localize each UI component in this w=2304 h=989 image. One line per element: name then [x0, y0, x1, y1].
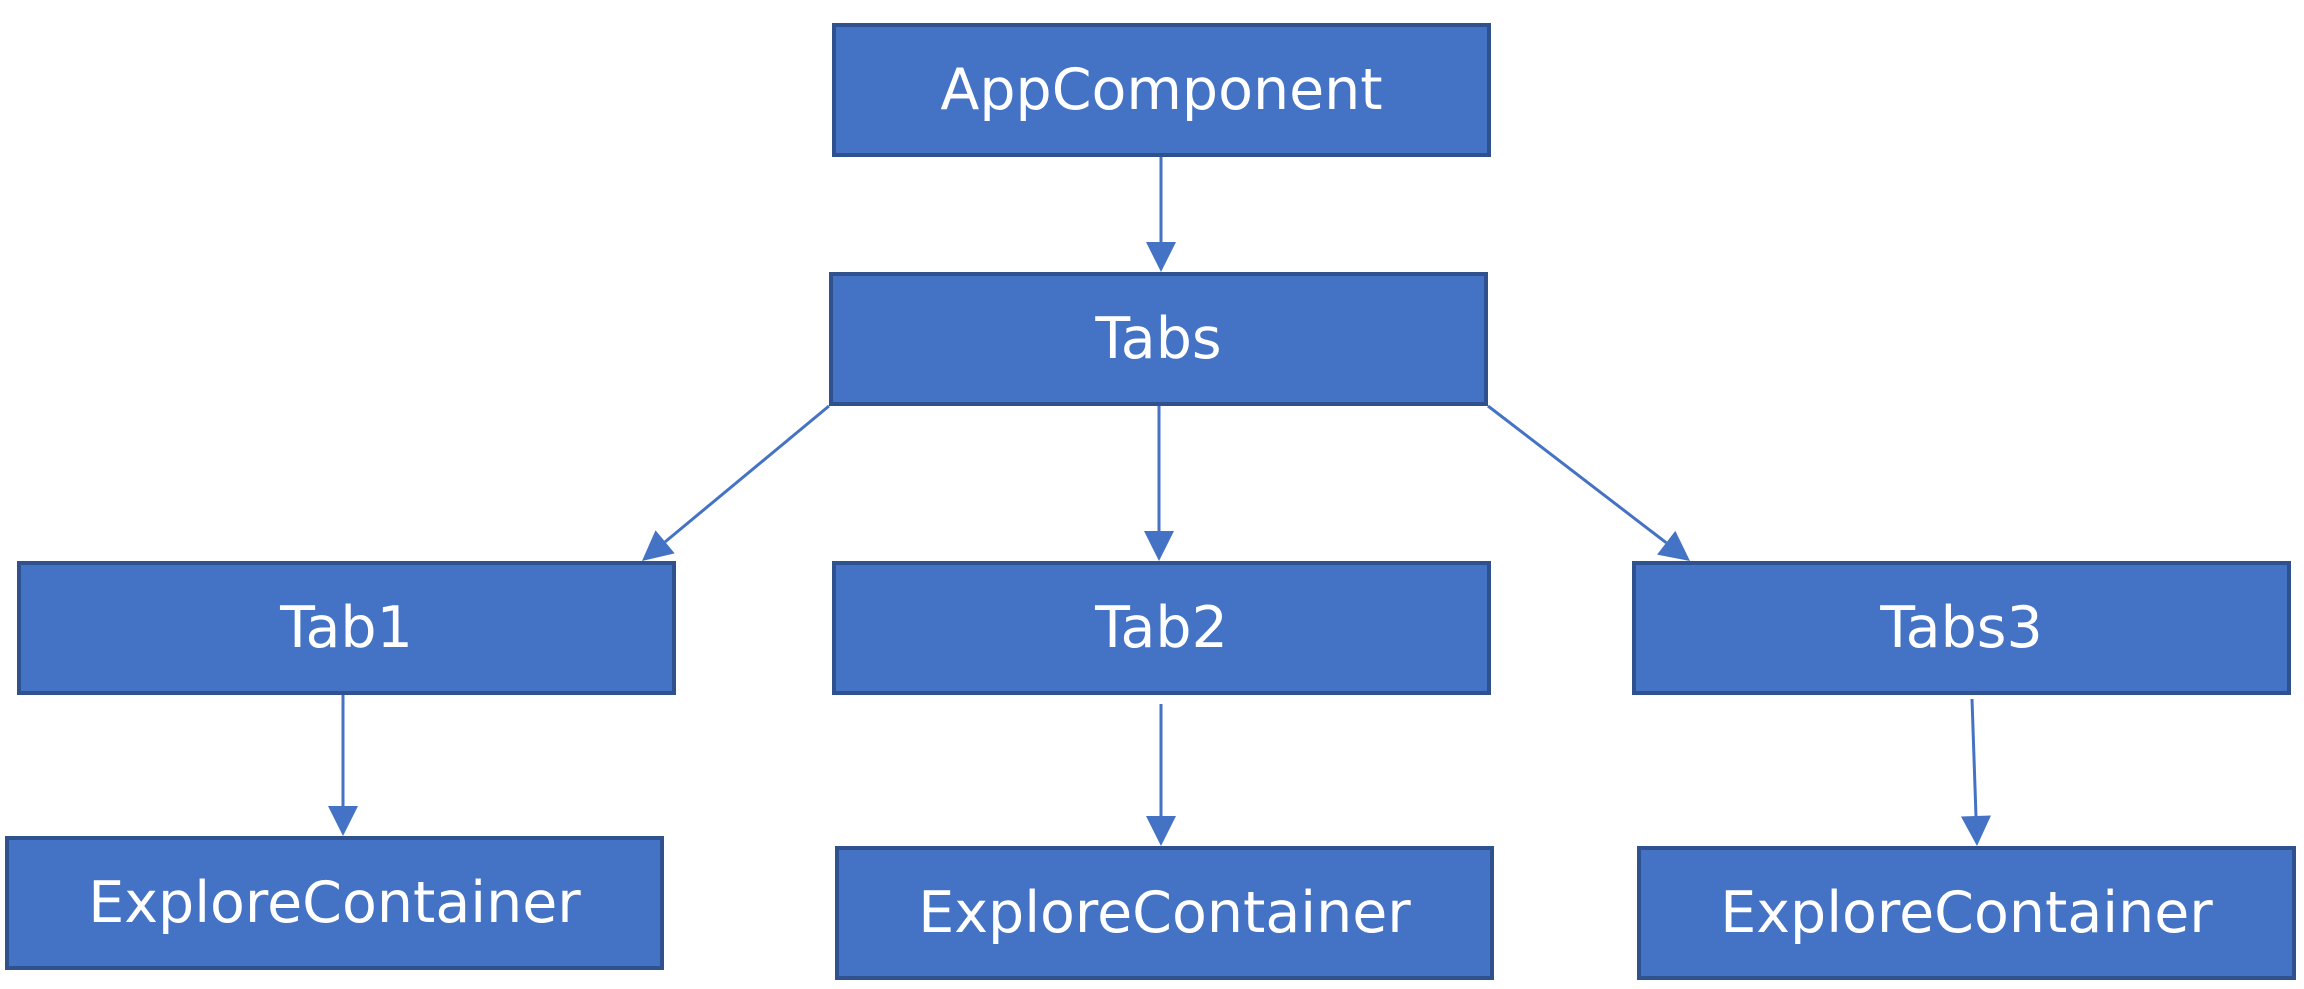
- node-explore-container-3-label: ExploreContainer: [1720, 880, 2213, 946]
- arrowhead-tab2-to-explore_container_2: [1146, 816, 1176, 846]
- node-app-component: AppComponent: [832, 23, 1491, 157]
- edge-group: [328, 157, 1991, 846]
- node-tabs3: Tabs3: [1632, 561, 2291, 695]
- arrowhead-tabs3-to-explore_container_3: [1960, 815, 1991, 846]
- edge-tabs-to-tabs3: [1487, 404, 1668, 544]
- node-tab1: Tab1: [17, 561, 676, 695]
- node-app-component-label: AppComponent: [940, 57, 1383, 123]
- node-tabs-label: Tabs: [1095, 306, 1222, 372]
- node-tab2: Tab2: [832, 561, 1491, 695]
- node-explore-container-2: ExploreContainer: [835, 846, 1494, 980]
- edge-tabs3-to-explore_container_3: [1970, 698, 1978, 817]
- node-explore-container-1-label: ExploreContainer: [88, 870, 581, 936]
- node-tabs3-label: Tabs3: [1880, 595, 2043, 661]
- node-tab2-label: Tab2: [1095, 595, 1228, 661]
- node-tab1-label: Tab1: [280, 595, 413, 661]
- arrowhead-tabs-to-tabs3: [1657, 530, 1690, 561]
- arrowhead-tabs-to-tab1: [642, 530, 675, 561]
- arrowhead-app_component-to-tabs: [1146, 242, 1176, 272]
- edge-tabs-to-tab1: [664, 404, 830, 544]
- arrowhead-tabs-to-tab2: [1144, 531, 1174, 561]
- node-explore-container-2-label: ExploreContainer: [918, 880, 1411, 946]
- node-tabs: Tabs: [829, 272, 1488, 406]
- node-explore-container-3: ExploreContainer: [1637, 846, 2296, 980]
- node-explore-container-1: ExploreContainer: [5, 836, 664, 970]
- arrowhead-tab1-to-explore_container_1: [328, 806, 358, 836]
